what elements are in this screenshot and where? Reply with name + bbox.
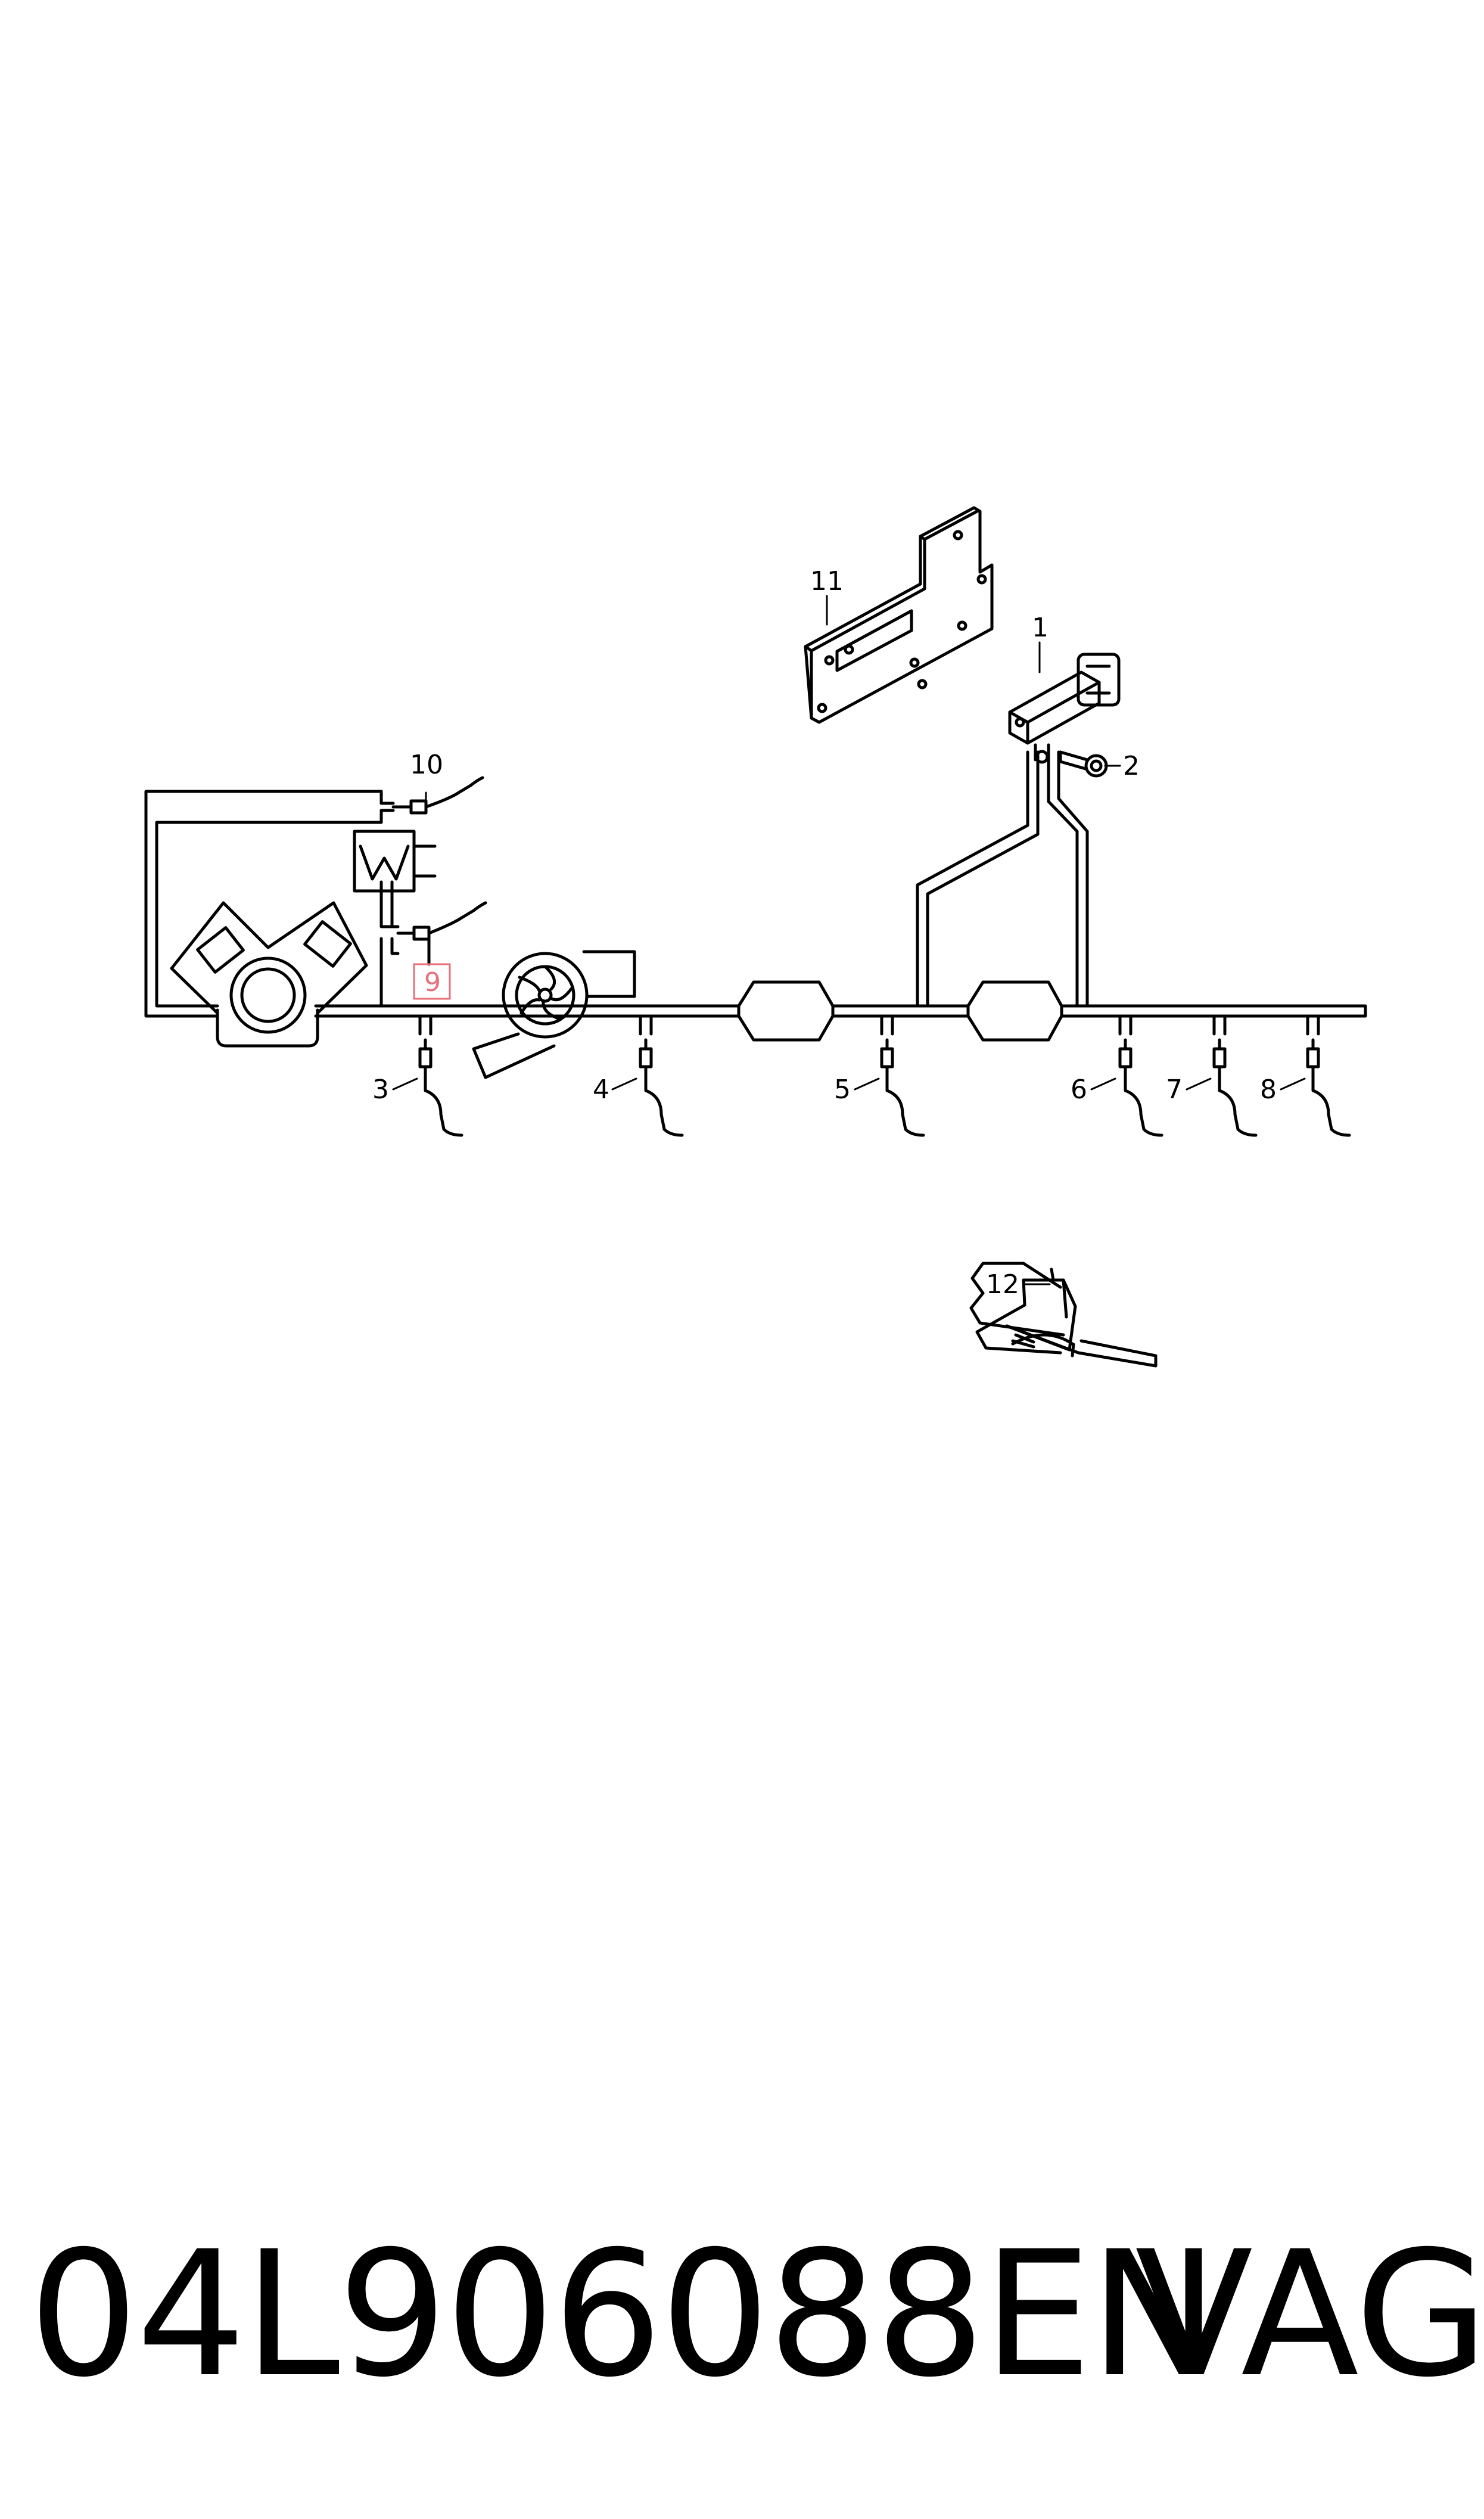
sensor-5: [880, 1038, 925, 1137]
callout-2: 2: [1123, 751, 1140, 781]
sensor-4: [639, 1038, 684, 1137]
callout-5: 5: [834, 1074, 851, 1105]
engine-block: [170, 901, 368, 1048]
exhaust-pipe: [314, 1004, 1367, 1036]
sensor-10: [391, 776, 484, 815]
sensor-3: [418, 1038, 463, 1137]
callout-10: 10: [410, 750, 443, 780]
clip-nut: [969, 1262, 1158, 1368]
callout-1: 1: [1032, 613, 1049, 643]
intake-loop: [144, 790, 400, 1018]
bolt: [1059, 750, 1108, 778]
bracket-plate: [804, 506, 994, 724]
callout-8: 8: [1260, 1074, 1277, 1105]
callout-9-highlight: [413, 963, 451, 1000]
sensor-9: [396, 901, 487, 966]
catalytic-converter-2: [966, 980, 1063, 1042]
callout-6: 6: [1071, 1074, 1087, 1105]
sensor-6: [1118, 1038, 1163, 1137]
part-number: 04L906088EN: [29, 2214, 1219, 2415]
callout-3: 3: [372, 1074, 389, 1105]
callout-7: 7: [1166, 1074, 1183, 1105]
pressure-hoses: [916, 750, 1089, 1008]
turbocharger: [472, 950, 636, 1079]
brand-label: VAG: [1135, 2214, 1484, 2415]
sensor-7: [1212, 1038, 1258, 1137]
leader-lines: [392, 595, 1306, 1285]
callout-11: 11: [810, 566, 844, 597]
catalytic-converter-1: [737, 980, 835, 1042]
callout-4: 4: [593, 1074, 609, 1105]
intercooler: [353, 830, 437, 893]
pressure-sensor: [1008, 653, 1121, 764]
sensor-8: [1306, 1038, 1351, 1137]
callout-12: 12: [986, 1269, 1019, 1300]
callout-9: 9: [424, 967, 441, 998]
